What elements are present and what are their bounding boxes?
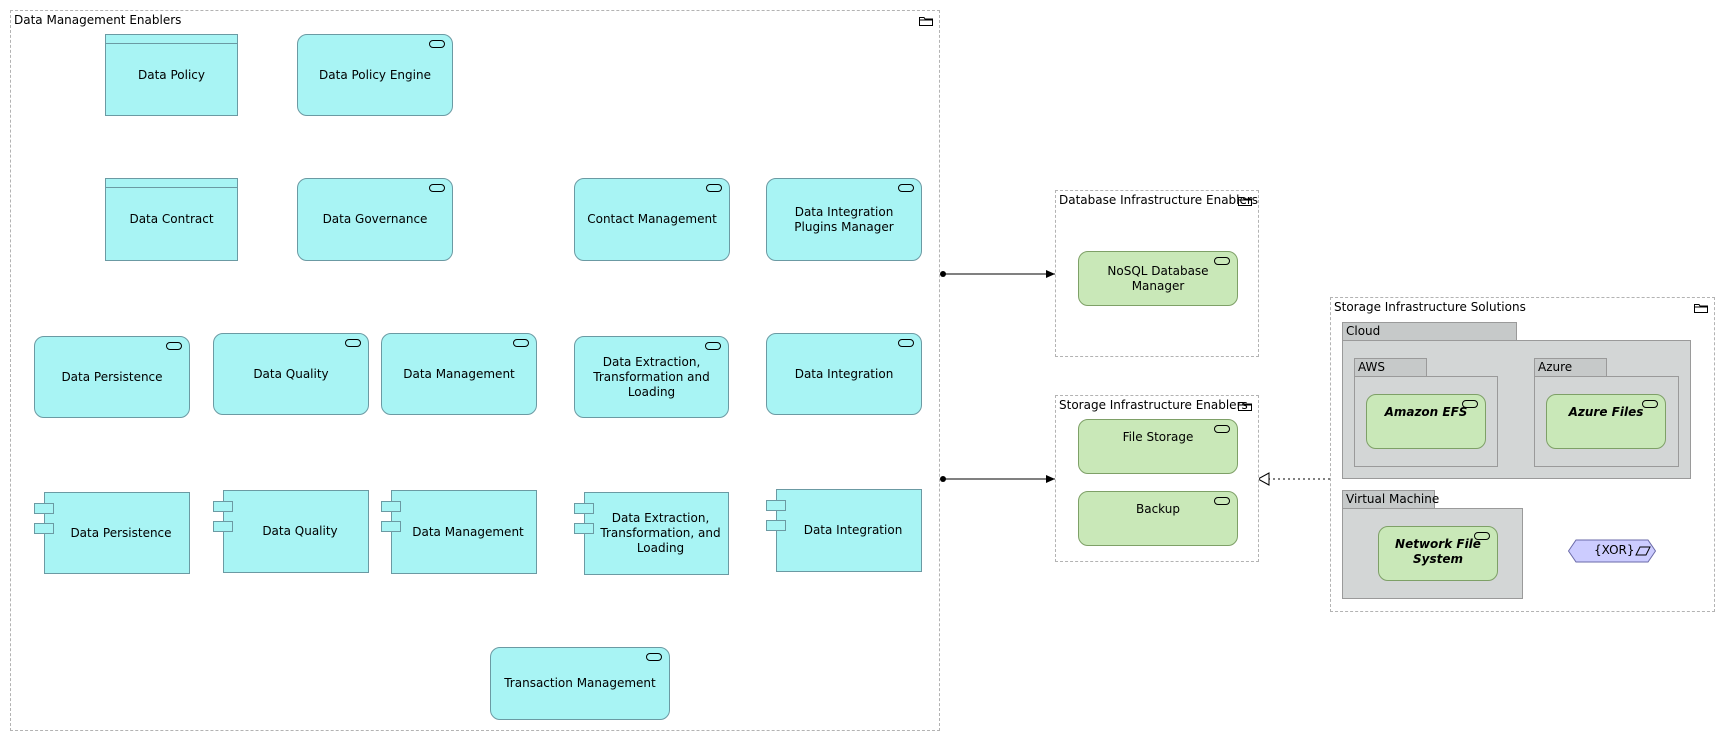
node-label: Data Integration xyxy=(803,523,903,537)
node-label: NoSQL Database Manager xyxy=(1107,263,1209,293)
component-tab-icon xyxy=(213,501,233,512)
junction-label: {XOR} xyxy=(1594,543,1635,557)
service-icon xyxy=(1474,532,1490,540)
location-azure-tab: Azure xyxy=(1534,358,1607,377)
component-tab-icon xyxy=(213,521,233,532)
service-data-quality[interactable]: Data Quality xyxy=(213,333,369,415)
xor-junction[interactable]: {XOR} xyxy=(1567,539,1657,563)
service-data-etl[interactable]: Data Extraction, Transformation and Load… xyxy=(574,336,729,418)
location-virtual-machine-tab: Virtual Machine xyxy=(1342,490,1439,509)
node-label: Data Contract xyxy=(129,212,214,226)
component-data-etl[interactable]: Data Extraction, Transformation, and Loa… xyxy=(574,492,729,575)
service-data-management[interactable]: Data Management xyxy=(381,333,537,415)
node-label: Data Extraction, Transformation, and Loa… xyxy=(600,511,721,555)
service-transaction-management[interactable]: Transaction Management xyxy=(490,647,670,720)
component-tab-icon xyxy=(574,523,594,534)
group-label: Storage Infrastructure Enablers xyxy=(1059,398,1248,412)
location-aws-tab: AWS xyxy=(1354,358,1427,377)
service-icon xyxy=(705,342,721,350)
component-data-quality[interactable]: Data Quality xyxy=(213,490,369,573)
service-icon xyxy=(345,339,361,347)
node-label: Data Management xyxy=(403,366,515,381)
service-icon xyxy=(898,184,914,192)
service-icon xyxy=(1214,425,1230,433)
group-label: Storage Infrastructure Solutions xyxy=(1334,300,1526,314)
node-label: Data Policy Engine xyxy=(319,67,431,82)
node-label: Data Persistence xyxy=(70,525,172,540)
folder-icon xyxy=(1694,304,1708,313)
tech-service-amazon-efs[interactable]: Amazon EFS xyxy=(1366,394,1486,449)
node-label: Backup xyxy=(1136,502,1180,516)
node-label: Data Extraction, Transformation and Load… xyxy=(593,354,710,399)
node-label: Amazon EFS xyxy=(1384,405,1468,419)
component-tab-icon xyxy=(34,523,54,534)
location-label: AWS xyxy=(1358,360,1386,374)
service-data-integration-plugins-manager[interactable]: Data Integration Plugins Manager xyxy=(766,178,922,261)
location-label: Cloud xyxy=(1346,324,1381,338)
node-label: Transaction Management xyxy=(504,676,656,690)
node-label: Data Governance xyxy=(322,212,428,226)
node-label: Data Quality xyxy=(262,524,338,538)
component-tab-icon xyxy=(34,503,54,514)
tech-service-backup[interactable]: Backup xyxy=(1078,491,1238,546)
component-tab-icon xyxy=(766,500,786,511)
service-icon xyxy=(646,653,662,661)
service-data-integration[interactable]: Data Integration xyxy=(766,333,922,415)
node-label: Data Quality xyxy=(253,366,329,381)
junction-shape xyxy=(1567,539,1657,563)
service-icon xyxy=(898,339,914,347)
node-label: Azure Files xyxy=(1568,405,1644,419)
tech-service-file-storage[interactable]: File Storage xyxy=(1078,419,1238,474)
node-label: Data Policy xyxy=(138,67,205,82)
service-icon xyxy=(429,184,445,192)
service-icon xyxy=(1214,257,1230,265)
tech-service-network-file-system[interactable]: Network File System xyxy=(1378,526,1498,581)
data-object-data-policy[interactable]: Data Policy xyxy=(105,34,238,116)
service-data-persistence[interactable]: Data Persistence xyxy=(34,336,190,418)
component-data-persistence[interactable]: Data Persistence xyxy=(34,492,190,574)
location-label: Azure xyxy=(1538,360,1573,374)
component-data-integration[interactable]: Data Integration xyxy=(766,489,922,572)
group-label: Data Management Enablers xyxy=(14,13,182,27)
node-label: Network File System xyxy=(1395,537,1481,566)
service-icon xyxy=(429,40,445,48)
location-cloud-tab: Cloud xyxy=(1342,322,1517,341)
folder-icon xyxy=(1238,197,1252,206)
service-data-governance[interactable]: Data Governance xyxy=(297,178,453,261)
tech-service-azure-files[interactable]: Azure Files xyxy=(1546,394,1666,449)
service-icon xyxy=(166,342,182,350)
node-label: Data Management xyxy=(412,524,524,539)
object-header-band xyxy=(106,43,237,44)
component-tab-icon xyxy=(381,501,401,512)
node-label: Contact Management xyxy=(587,212,717,226)
service-icon xyxy=(1642,400,1658,408)
service-contact-management[interactable]: Contact Management xyxy=(574,178,730,261)
service-icon xyxy=(1462,400,1478,408)
component-data-management[interactable]: Data Management xyxy=(381,490,537,574)
node-label: File Storage xyxy=(1122,430,1194,444)
component-tab-icon xyxy=(381,521,401,532)
node-label: Data Integration xyxy=(794,366,894,381)
data-object-data-contract[interactable]: Data Contract xyxy=(105,178,238,261)
tech-service-nosql-database-manager[interactable]: NoSQL Database Manager xyxy=(1078,251,1238,306)
folder-icon xyxy=(919,17,933,26)
component-tab-icon xyxy=(766,520,786,531)
group-label: Database Infrastructure Enablers xyxy=(1059,193,1259,207)
object-header-band xyxy=(106,187,237,188)
location-label: Virtual Machine xyxy=(1346,492,1440,506)
node-label: Data Integration Plugins Manager xyxy=(794,204,894,234)
service-icon xyxy=(1214,497,1230,505)
node-label: Data Persistence xyxy=(61,369,163,384)
component-tab-icon xyxy=(574,503,594,514)
service-icon xyxy=(706,184,722,192)
service-icon xyxy=(513,339,529,347)
folder-icon xyxy=(1238,402,1252,411)
service-data-policy-engine[interactable]: Data Policy Engine xyxy=(297,34,453,116)
